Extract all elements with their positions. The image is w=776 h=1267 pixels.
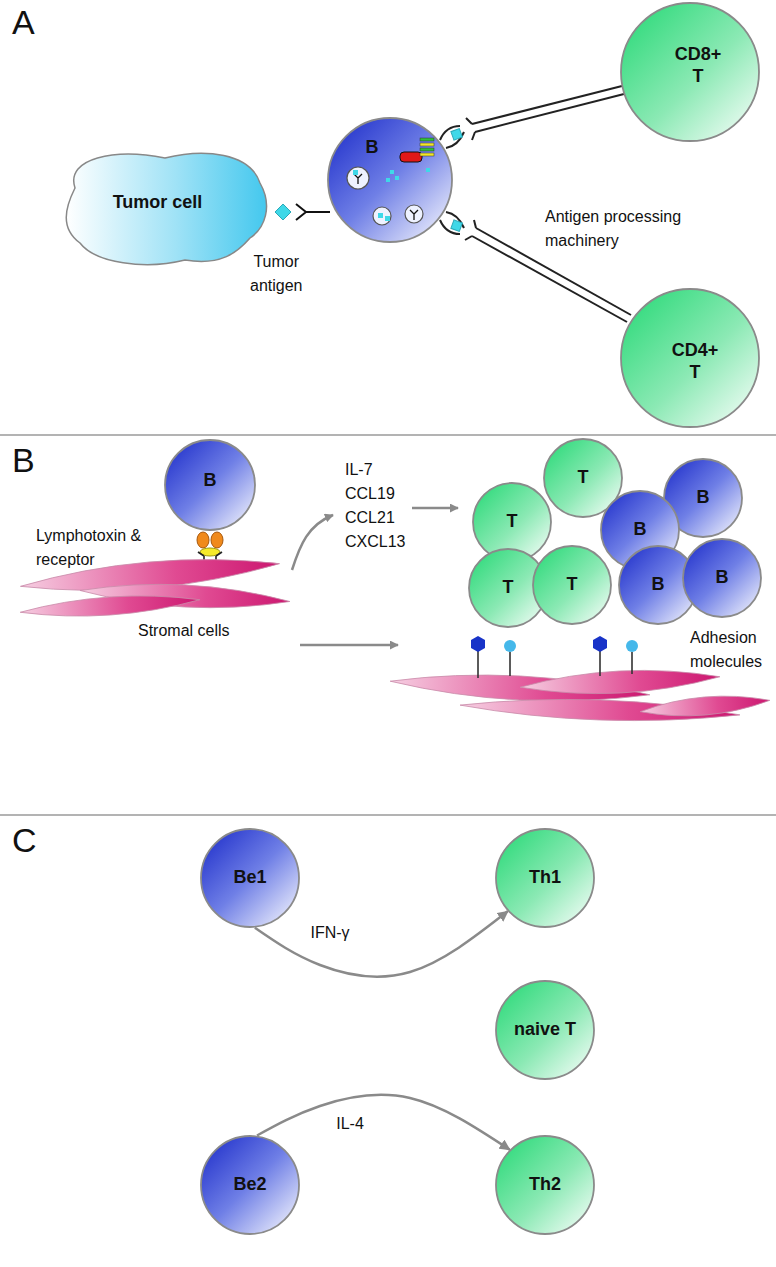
stromal-cell xyxy=(639,691,770,720)
cell-label: B xyxy=(366,137,379,159)
cell-body xyxy=(683,539,761,617)
cell-circle: naive T xyxy=(495,980,595,1080)
panel-letter: C xyxy=(12,822,37,859)
mhc-tcr-cd8 xyxy=(440,86,624,148)
peptide xyxy=(390,170,394,174)
cell-label: naive T xyxy=(514,1019,576,1041)
cytokine-label: IFN-γ xyxy=(307,924,352,942)
cell-body xyxy=(621,289,759,427)
cell-label: Th2 xyxy=(529,1174,561,1196)
signal-arrow xyxy=(255,911,508,976)
cell-label: Th1 xyxy=(529,867,561,889)
stromal-cell xyxy=(520,666,721,698)
annotation: Antigen processing machinery xyxy=(545,205,720,253)
cell-label: B xyxy=(697,487,710,509)
tumor-outline xyxy=(66,153,266,264)
annotation: Lymphotoxin & receptor xyxy=(36,524,148,572)
cell-circle: B xyxy=(164,439,256,531)
cell-outline xyxy=(620,2,760,142)
cell-circle: Th1 xyxy=(495,828,595,928)
mhc-tcr-cd4 xyxy=(440,212,631,322)
cell-body xyxy=(533,546,611,624)
cell-body xyxy=(165,440,255,530)
signal-arrow xyxy=(257,1095,510,1150)
stromal-cells xyxy=(19,551,770,725)
annotation: Adhesion molecules xyxy=(690,626,762,674)
cell-circle: T xyxy=(532,545,612,625)
er-membrane xyxy=(420,143,434,146)
cell-label: B xyxy=(652,574,665,596)
cell-circle: Be1 xyxy=(200,828,300,928)
peptide xyxy=(385,216,390,221)
cell-label: Tumor cell xyxy=(113,192,203,214)
cell-circle: Th2 xyxy=(495,1135,595,1235)
cell-body xyxy=(496,1136,594,1234)
tumor-cell: Tumor cell xyxy=(55,148,270,268)
cell-body xyxy=(328,118,452,242)
antigen-receptor xyxy=(275,204,330,220)
panel-letter: B xyxy=(12,442,35,479)
internal-receptor xyxy=(354,174,418,220)
cell-circle: B xyxy=(682,538,762,618)
stromal-cell xyxy=(20,591,201,622)
cell-body xyxy=(201,829,299,927)
er-membrane xyxy=(420,138,434,141)
cell-label: T xyxy=(578,467,589,489)
cell-label: T xyxy=(507,511,518,533)
er-membrane xyxy=(420,153,434,156)
peptide xyxy=(386,178,390,182)
proteasome xyxy=(400,152,422,162)
vesicle xyxy=(373,207,391,225)
process-arrows xyxy=(292,508,458,645)
cell-label: B xyxy=(634,519,647,541)
cell-label: Be2 xyxy=(233,1174,266,1196)
cell-label: B xyxy=(204,470,217,492)
cell-label: B xyxy=(716,567,729,589)
peptide xyxy=(395,176,399,180)
adhesion-molecules xyxy=(471,636,638,678)
cell-circle: CD4+ T xyxy=(620,288,760,428)
cell-label: Be1 xyxy=(233,867,266,889)
cell-outline xyxy=(327,117,453,243)
cell-circle: Be2 xyxy=(200,1135,300,1235)
cell-label: T xyxy=(503,577,514,599)
annotation: Stromal cells xyxy=(138,619,230,643)
cell-circle: B xyxy=(327,117,453,243)
antigen-processing xyxy=(347,138,434,225)
cell-label: CD4+ T xyxy=(669,340,721,383)
er-membrane xyxy=(420,148,434,151)
cell-body xyxy=(201,1136,299,1234)
peptide xyxy=(426,168,430,172)
cell-body xyxy=(496,981,594,1079)
cell-circle: CD8+ T xyxy=(620,2,760,142)
annotation: Tumor antigen xyxy=(250,250,303,298)
panel-letter: A xyxy=(12,4,35,41)
peptide xyxy=(378,213,383,218)
panel-dividers xyxy=(0,435,776,815)
cell-body xyxy=(621,3,759,141)
cell-label: CD8+ T xyxy=(672,44,724,87)
cell-label: T xyxy=(567,574,578,596)
annotation: IL-7 CCL19 CCL21 CXCL13 xyxy=(345,458,405,554)
peptide xyxy=(353,170,358,175)
cytokine-label: IL-4 xyxy=(333,1115,367,1133)
cell-body xyxy=(496,829,594,927)
